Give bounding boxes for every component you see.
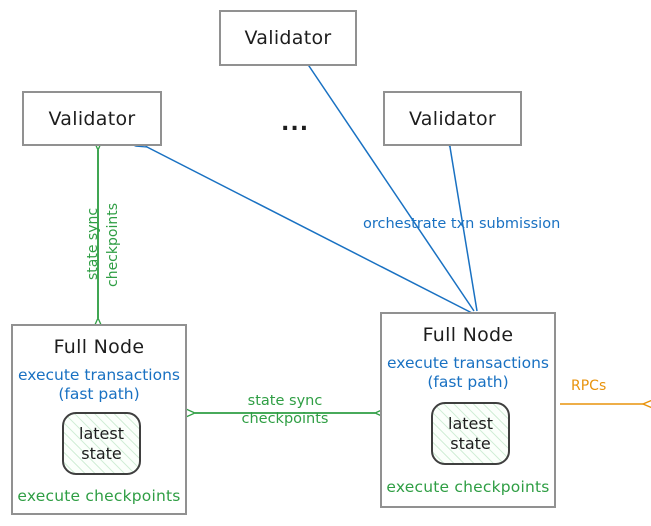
- fullnode-left-execute-checkpoints: execute checkpoints: [17, 487, 181, 505]
- validator-left-label: Validator: [48, 107, 136, 130]
- validator-right-box[interactable]: Validator: [383, 91, 522, 146]
- edge-label-orchestrate-txn-submission: orchestrate txn submission: [363, 216, 561, 232]
- validator-top-box[interactable]: Validator: [219, 10, 357, 66]
- fullnode-left-execute-line1: execute transactions: [17, 366, 181, 384]
- validators-ellipsis: ...: [281, 111, 310, 136]
- edge-label-rpcs: RPCs: [571, 378, 607, 394]
- fullnode-left-state-line2: state: [81, 443, 122, 463]
- validator-top-label: Validator: [244, 27, 332, 49]
- fullnode-left-title: Full Node: [53, 336, 145, 358]
- fullnode-right-execute-transactions: execute transactions (fast path): [382, 354, 554, 393]
- validator-left-box[interactable]: Validator: [22, 91, 162, 146]
- fullnode-right-latest-state-box[interactable]: latest state: [431, 402, 510, 465]
- validator-right-label: Validator: [408, 107, 496, 130]
- fullnode-left-execute-line2: (fast path): [58, 385, 140, 404]
- fullnode-right-state-line2: state: [450, 433, 491, 453]
- fullnode-right-box[interactable]: Full Node execute transactions (fast pat…: [380, 312, 556, 508]
- edge-label-state-sync-vertical-line1: state sync: [85, 207, 101, 280]
- fullnode-left-state-line1: latest: [79, 424, 124, 444]
- fullnode-right-execute-checkpoints: execute checkpoints: [386, 478, 550, 496]
- fullnode-right-execute-line2: (fast path): [427, 373, 509, 392]
- edge-label-state-sync-vertical-line2: checkpoints: [105, 203, 121, 287]
- edge-label-state-sync-horizontal-line1: state sync: [247, 393, 323, 409]
- fullnode-left-latest-state-box[interactable]: latest state: [62, 412, 141, 475]
- fullnode-left-box[interactable]: Full Node execute transactions (fast pat…: [11, 324, 187, 515]
- edge-label-state-sync-horizontal: state sync checkpoints: [225, 392, 345, 428]
- fullnode-left-execute-transactions: execute transactions (fast path): [13, 366, 185, 405]
- fullnode-right-state-line1: latest: [448, 414, 493, 434]
- fullnode-right-execute-line1: execute transactions: [386, 354, 550, 372]
- edge-label-state-sync-horizontal-line2: checkpoints: [241, 411, 329, 428]
- fullnode-right-title: Full Node: [422, 324, 514, 346]
